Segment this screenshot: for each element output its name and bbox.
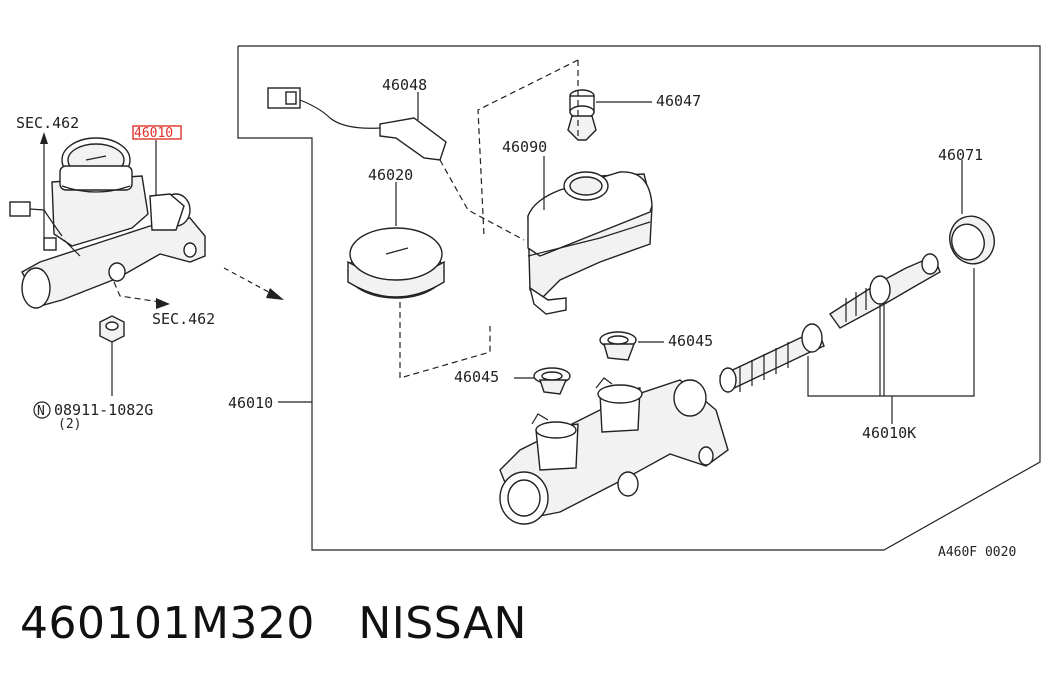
part-46045-grommet-a <box>514 367 571 395</box>
assembled-master-cylinder <box>9 137 206 309</box>
label-46048: 46048 <box>382 76 427 94</box>
part-highlight-box <box>132 125 182 140</box>
label-nut-prefix: N <box>37 404 45 419</box>
parts-diagram: SEC.462 46010 SEC.462 N 08911-1082G (2) … <box>9 45 1041 560</box>
label-46045-a: 46045 <box>454 368 499 386</box>
label-46090: 46090 <box>502 138 547 156</box>
part-46045-grommet-b <box>599 331 664 361</box>
label-nut-qty: (2) <box>58 417 81 432</box>
label-sec-bottom: SEC.462 <box>152 310 215 328</box>
label-sec-top: SEC.462 <box>16 114 79 132</box>
part-46020-cap <box>347 182 445 299</box>
label-part-highlight: 46010 <box>134 126 173 141</box>
part-46047-clip <box>567 89 652 141</box>
label-46047: 46047 <box>656 92 701 110</box>
arrow-sec-bottom <box>113 281 161 303</box>
caption-brand: NISSAN <box>358 598 527 649</box>
label-46010k: 46010K <box>862 424 916 442</box>
label-46020: 46020 <box>368 166 413 184</box>
exploded-view-frame <box>237 45 1041 551</box>
part-number-caption: 460101M320 NISSAN <box>20 598 527 649</box>
part-46048-harness <box>267 87 447 161</box>
nut-08911 <box>99 315 125 396</box>
label-nut-ref: 08911-1082G <box>54 401 153 419</box>
part-46071-seal <box>949 160 995 265</box>
part-piston-primary <box>829 253 941 329</box>
part-master-cylinder-body <box>499 377 729 525</box>
label-assembly: 46010 <box>228 394 273 412</box>
figure-code: A460F 0020 <box>938 545 1016 560</box>
part-piston-secondary <box>718 323 825 393</box>
caption-part-number: 460101M320 <box>20 598 315 649</box>
label-46045-b: 46045 <box>668 332 713 350</box>
part-46090-reservoir <box>527 156 653 315</box>
label-46071: 46071 <box>938 146 983 164</box>
